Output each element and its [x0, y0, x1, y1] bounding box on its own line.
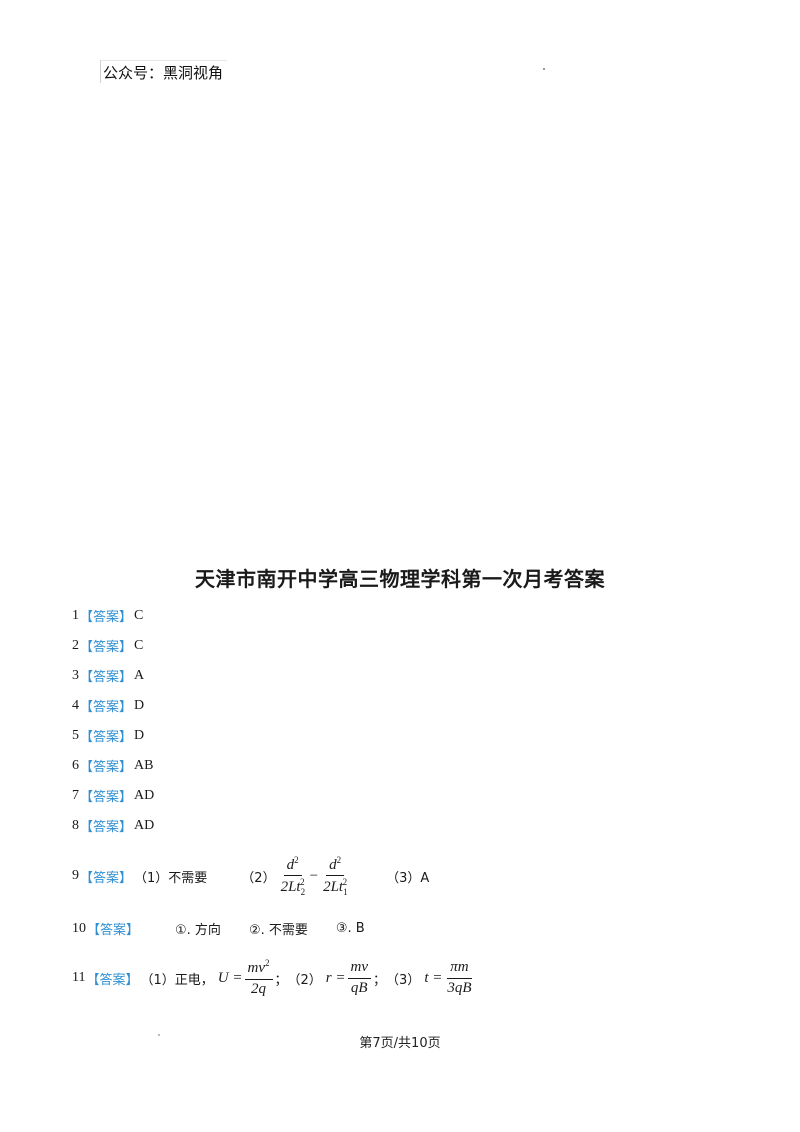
q11-t-numerator: πm [447, 959, 472, 979]
answer-tag: 【答案】 [80, 730, 133, 745]
q11-r-denominator: qB [350, 979, 368, 996]
answer-row-11: 11 【答案】 （1）正电， U = mv2 2q ； （2） r = mv q… [72, 948, 477, 1008]
header-watermark: 公众号：黑洞视角 [100, 60, 228, 83]
question-number: 2 [72, 637, 79, 653]
answer-value: D [134, 727, 145, 743]
q9-frac2-num-exponent: 2 [336, 854, 342, 865]
q11-t-lhs: t = [424, 969, 443, 986]
q10-part1: ①. 方向 [175, 923, 221, 938]
answer-value: D [134, 697, 145, 713]
answer-value: AB [134, 757, 154, 773]
answer-row-1: 1 【答案】 C [72, 606, 144, 626]
q11-u-lhs: U = [217, 969, 243, 986]
question-number: 11 [72, 970, 86, 985]
q9-frac1-den-exponent: 2 [300, 876, 305, 887]
answer-row-10: 10 【答案】 ①. 方向 ②. 不需要 ③. B [72, 919, 365, 939]
answer-tag: 【答案】 [80, 640, 133, 655]
document-title: 天津市南开中学高三物理学科第一次月考答案 [195, 567, 605, 591]
footer-mark [158, 1034, 160, 1036]
q9-part1: （1）不需要 [134, 870, 208, 886]
q11-r-lhs: r = [325, 969, 346, 986]
question-number: 7 [72, 787, 79, 803]
q11-u-denominator: 2q [251, 980, 266, 997]
answer-value: C [134, 607, 144, 623]
answer-tag: 【答案】 [80, 700, 133, 715]
answer-value: AD [134, 817, 155, 833]
q11-t-fraction: πm 3qB [444, 959, 474, 997]
q9-frac2-den-exponent: 2 [342, 876, 348, 887]
q9-frac1-denominator: 2Lt [280, 878, 301, 895]
question-number: 8 [72, 817, 79, 833]
answer-tag: 【答案】 [80, 670, 133, 685]
q11-t-denominator: 3qB [447, 979, 472, 996]
answer-tag: 【答案】 [86, 972, 139, 988]
q10-part3: ③. B [335, 921, 365, 936]
q9-frac2-denominator: 2Lt [323, 878, 344, 895]
answer-row-4: 4 【答案】 D [72, 696, 145, 716]
q9-fraction-2: d2 2Lt12 [320, 855, 350, 898]
q11-part2-label: （2） [287, 972, 322, 988]
question-number: 1 [72, 607, 79, 623]
q11-r-fraction: mv qB [347, 959, 372, 997]
answer-row-6: 6 【答案】 AB [72, 756, 154, 776]
q11-u-numerator: mv [247, 960, 266, 977]
q11-separator-2: ； [373, 972, 387, 988]
question-number: 4 [72, 697, 79, 713]
q9-part3: （3）A [386, 870, 430, 886]
question-number: 6 [72, 757, 79, 773]
answer-row-8: 8 【答案】 AD [72, 816, 155, 836]
answer-tag: 【答案】 [80, 610, 133, 625]
answer-tag: 【答案】 [80, 870, 133, 886]
q11-r-numerator: mv [347, 959, 372, 979]
q10-part2: ②. 不需要 [248, 923, 308, 938]
q11-u-num-exponent: 2 [265, 958, 270, 969]
q9-part2-label: （2） [241, 870, 276, 886]
q11-u-fraction: mv2 2q [244, 958, 273, 998]
q9-frac1-numerator: d [286, 856, 295, 873]
answer-tag: 【答案】 [87, 923, 140, 938]
answer-row-2: 2 【答案】 C [72, 636, 144, 656]
q9-fraction-1: d2 2Lt22 [278, 855, 308, 898]
answer-row-9: 9 【答案】 （1）不需要 （2） d2 2Lt22 − d2 2Lt12 （3… [72, 846, 429, 906]
question-number: 5 [72, 727, 79, 743]
q9-minus-sign: − [309, 867, 319, 884]
answer-tag: 【答案】 [80, 760, 133, 775]
answer-row-3: 3 【答案】 A [72, 666, 145, 686]
q9-frac1-num-exponent: 2 [294, 854, 299, 865]
question-number: 9 [72, 868, 79, 883]
q11-part1: （1）正电， [140, 972, 214, 988]
header-mark [543, 68, 545, 70]
q9-frac2-numerator: d [329, 856, 337, 873]
question-number: 10 [72, 920, 86, 936]
answer-tag: 【答案】 [80, 820, 133, 835]
q11-part3-label: （3） [386, 972, 421, 988]
answer-row-5: 5 【答案】 D [72, 726, 145, 746]
q9-frac1-den-subscript: 2 [300, 886, 306, 897]
answer-row-7: 7 【答案】 AD [72, 786, 155, 806]
q11-separator-1: ； [274, 972, 288, 988]
question-number: 3 [72, 667, 79, 683]
answer-value: A [134, 667, 145, 683]
page-number: 第7页/共10页 [359, 1036, 441, 1051]
answer-value: C [134, 637, 144, 653]
q9-frac2-den-subscript: 1 [343, 886, 348, 897]
answer-tag: 【答案】 [80, 790, 133, 805]
answer-value: AD [134, 787, 155, 803]
